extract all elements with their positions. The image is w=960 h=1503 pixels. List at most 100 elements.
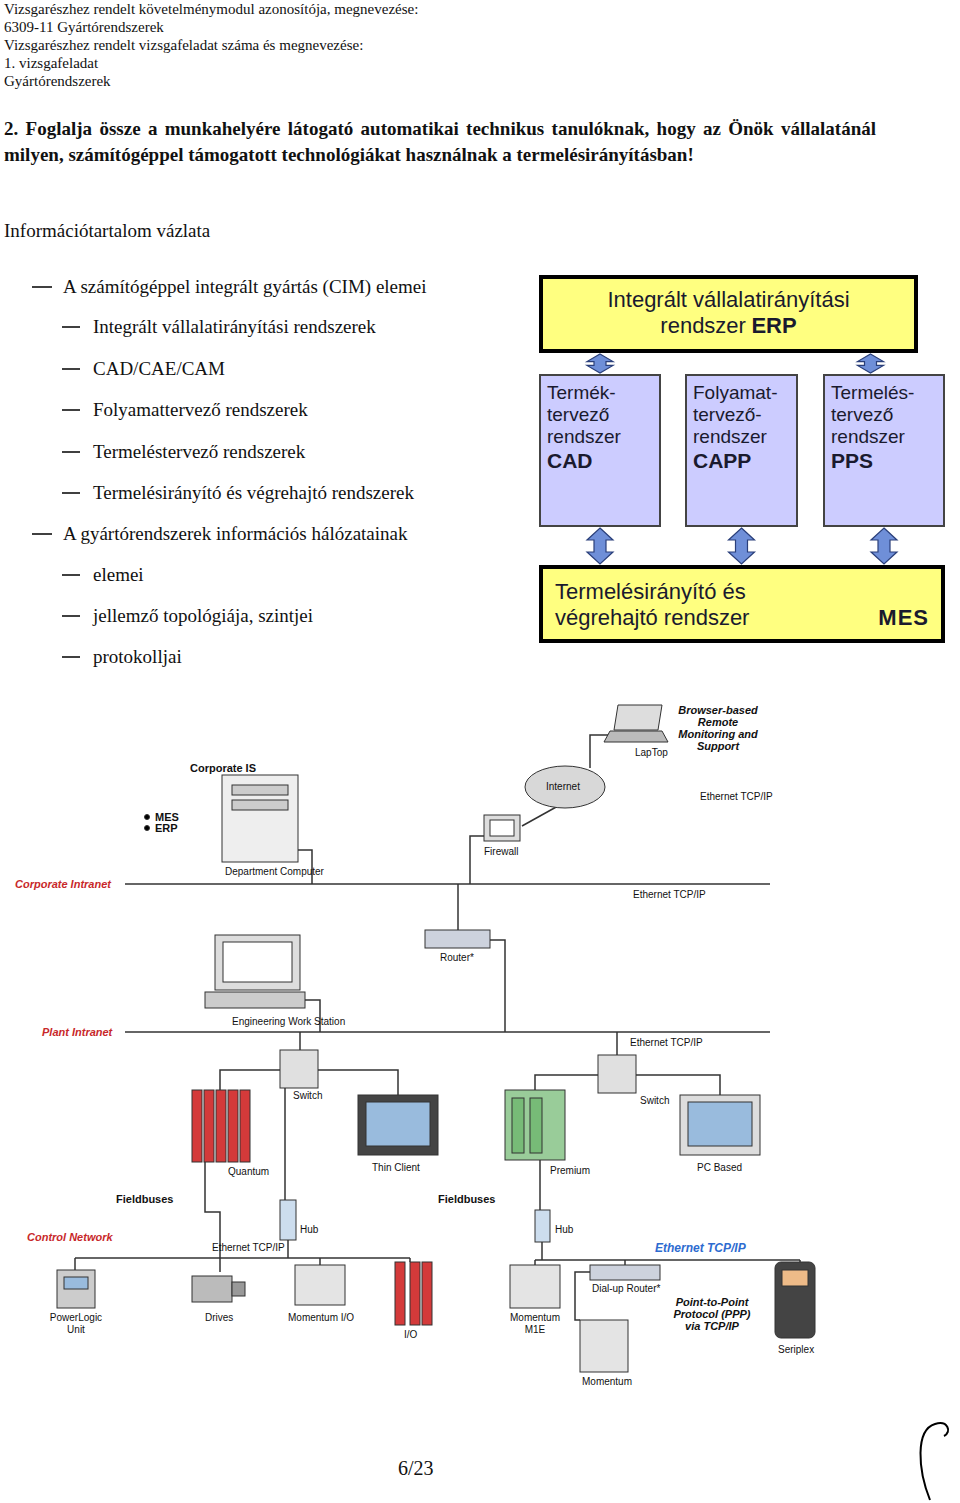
system-acronym: MES xyxy=(878,605,929,631)
network-graphic xyxy=(280,1050,318,1088)
text-label: Integrált vállalatirányítási rendszerek xyxy=(93,316,376,338)
system-acronym: CAD xyxy=(547,448,653,474)
network-graphic xyxy=(75,1257,410,1259)
text-label: Department Computer xyxy=(225,866,324,878)
network-graphic xyxy=(490,940,505,1032)
network-graphic xyxy=(409,1258,411,1262)
text-label: Vizsgarészhez rendelt követelménymodul a… xyxy=(4,0,418,18)
network-graphic xyxy=(457,884,459,930)
text-label: 6/23 xyxy=(398,1456,434,1480)
network-graphic xyxy=(688,1102,752,1146)
text-label: I/O xyxy=(404,1329,417,1341)
text-label: Ethernet TCP/IP xyxy=(633,889,706,901)
network-graphic xyxy=(614,705,662,730)
text-label: PowerLogic Unit xyxy=(46,1312,106,1336)
network-graphic xyxy=(228,1090,238,1162)
text-label: Switch xyxy=(640,1095,669,1107)
text-label: elemei xyxy=(93,564,144,586)
network-graphic xyxy=(125,1031,770,1033)
text-label: Ethernet TCP/IP xyxy=(655,1241,746,1255)
network-graphic xyxy=(318,1070,398,1095)
system-box: Folyamat-tervező-rendszerCAPP xyxy=(685,374,798,527)
network-graphic xyxy=(541,1242,543,1260)
text-label: Point-to-Point Protocol (PPP) via TCP/IP xyxy=(668,1296,756,1332)
network-graphic xyxy=(205,992,305,1008)
text-label: Control Network xyxy=(27,1231,113,1243)
text-label: Információtartalom vázlata xyxy=(4,220,210,242)
text-label: Termeléstervező rendszerek xyxy=(93,441,305,463)
network-graphic xyxy=(484,815,520,841)
system-acronym: CAPP xyxy=(693,448,790,474)
network-graphic xyxy=(62,409,80,411)
network-graphic xyxy=(62,615,80,617)
network-graphic xyxy=(284,1088,286,1200)
text-label: Seriplex xyxy=(778,1344,814,1356)
network-graphic xyxy=(575,1272,590,1320)
text-label: LapTop xyxy=(635,747,668,759)
system-acronym: PPS xyxy=(831,448,937,474)
network-graphic xyxy=(57,1270,95,1308)
text-label: Momentum I/O xyxy=(288,1312,354,1324)
network-graphic xyxy=(216,1090,226,1162)
text-label: Folyamattervező rendszerek xyxy=(93,399,308,421)
network-graphic xyxy=(64,1277,88,1289)
system-box: Termelés-tervező rendszerPPS xyxy=(823,374,945,527)
network-graphic xyxy=(522,806,558,826)
network-graphic xyxy=(319,1258,321,1265)
system-acronym: ERP xyxy=(751,313,796,338)
network-graphic xyxy=(295,1265,345,1305)
text-label: Ethernet TCP/IP xyxy=(212,1242,285,1254)
network-graphic xyxy=(580,1320,628,1372)
network-graphic xyxy=(525,766,605,808)
text-label: Corporate IS xyxy=(190,762,256,774)
network-graphic xyxy=(425,930,490,948)
text-label: Dial-up Router* xyxy=(592,1283,660,1295)
outline-dashes xyxy=(32,287,80,657)
network-graphic xyxy=(535,1259,800,1261)
network-graphic xyxy=(366,1102,430,1146)
question-title: 2. Foglalja össze a munkahelyére látogat… xyxy=(4,116,876,168)
network-graphic xyxy=(62,451,80,453)
text-label: Engineering Work Station xyxy=(232,1016,345,1028)
network-graphic xyxy=(490,820,514,836)
network-graphic xyxy=(192,1276,232,1302)
network-graphic xyxy=(616,1032,618,1055)
network-graphic xyxy=(204,1090,214,1162)
box-text: Termelésirányító és végrehajtó rendszer xyxy=(555,579,825,631)
text-label: Gyártórendszerek xyxy=(4,72,111,90)
text-label: Corporate Intranet xyxy=(15,878,111,890)
network-graphic xyxy=(232,800,288,810)
text-label: Ethernet TCP/IP xyxy=(630,1037,703,1049)
network-graphic xyxy=(505,1090,565,1160)
signature xyxy=(920,1423,948,1500)
network-graphic xyxy=(240,1090,250,1162)
text-label: Internet xyxy=(546,781,580,793)
double-arrow xyxy=(587,528,613,564)
network-graphic xyxy=(470,836,484,884)
network-graphic xyxy=(62,326,80,328)
network-graphic xyxy=(422,1262,432,1325)
network-graphic xyxy=(205,1162,220,1272)
text-label: Fieldbuses xyxy=(116,1193,173,1205)
system-box: Termék-tervező rendszerCAD xyxy=(539,374,661,527)
text-label: Hub xyxy=(555,1224,573,1236)
network-graphic xyxy=(598,1055,636,1093)
text-label: Switch xyxy=(293,1090,322,1102)
double-arrow xyxy=(587,354,613,373)
network-graphic xyxy=(192,1090,202,1162)
network-graphic xyxy=(287,1240,289,1258)
network-graphic xyxy=(145,815,150,820)
network-graphic xyxy=(535,1210,550,1242)
text-label: Momentum xyxy=(582,1376,632,1388)
network-graphic xyxy=(32,533,52,535)
network-graphic xyxy=(222,775,298,862)
network-graphic xyxy=(299,1032,301,1050)
box-text: Termelés-tervező rendszer xyxy=(831,382,937,448)
network-graphic xyxy=(232,785,288,795)
network-graphic xyxy=(782,1270,808,1286)
system-box: Termelésirányító és végrehajtó rendszerM… xyxy=(539,565,945,643)
network-graphic xyxy=(358,1095,438,1155)
network-graphic xyxy=(62,368,80,370)
network-graphic xyxy=(535,1075,598,1090)
text-label: PC Based xyxy=(697,1162,742,1174)
